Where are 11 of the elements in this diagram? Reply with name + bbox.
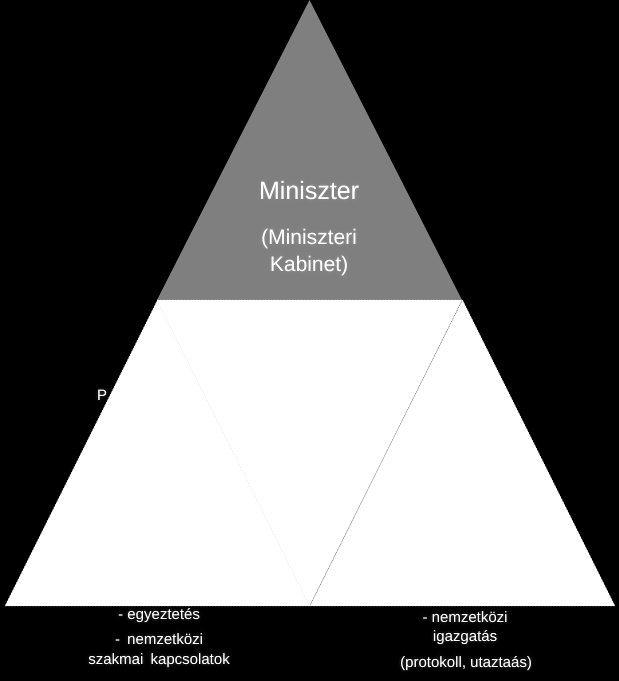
- title-text: Miniszter: [258, 176, 360, 206]
- subtitle-text: (Miniszteri Kabinet): [260, 225, 358, 278]
- base-triangle: [5, 300, 310, 606]
- description-text: (protokoll, utaztaás): [399, 654, 533, 673]
- base-triangle: [310, 300, 615, 606]
- description-text: - nemzetközi igazgatás: [421, 609, 509, 646]
- inverted-triangle: [157, 300, 462, 606]
- apex-triangle: [157, 0, 462, 300]
- description-text: - egyeztetés: [117, 605, 201, 624]
- description-text: - nemzetközi szakmai kapcsolatok: [87, 630, 231, 669]
- label-text: P: [97, 387, 108, 404]
